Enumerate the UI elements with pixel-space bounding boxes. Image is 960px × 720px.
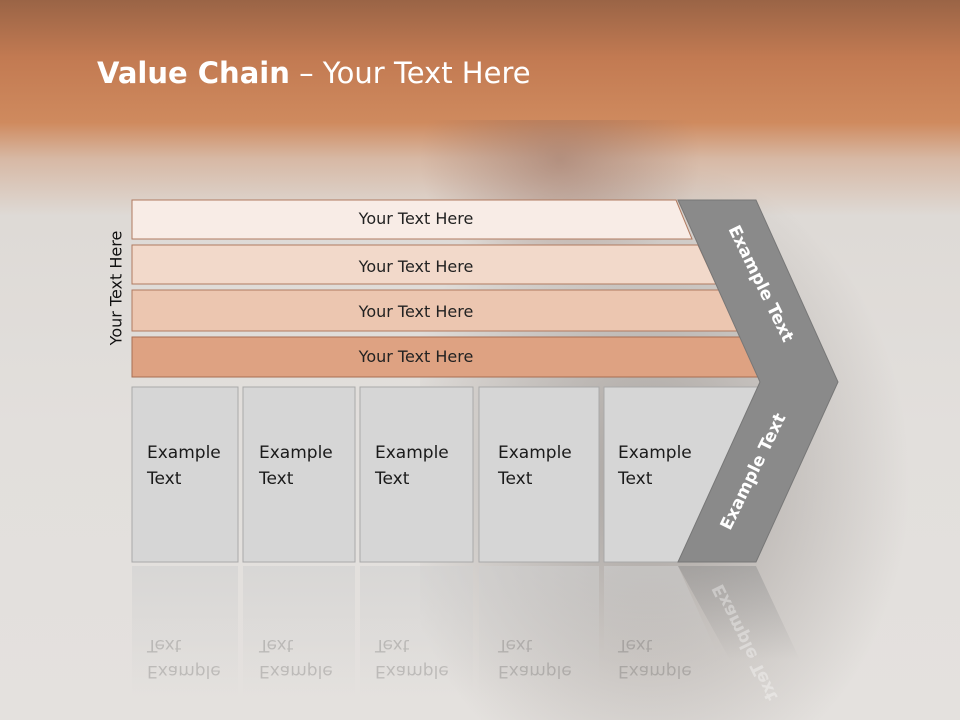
box-3-reflection: [360, 566, 473, 696]
bar-2-label: Your Text Here: [358, 257, 474, 276]
box-5-reflection: [604, 566, 720, 660]
box-4-reflection: [479, 566, 599, 696]
bar-1-label: Your Text Here: [358, 209, 474, 228]
bar-3: Your Text Here: [131, 289, 740, 332]
bar-1: Your Text Here: [131, 199, 693, 240]
bar-3-label: Your Text Here: [358, 302, 474, 321]
chevron-arrow-reflection: [678, 566, 800, 660]
box-2-reflection: [243, 566, 355, 696]
chevron-arrow: [677, 199, 839, 563]
box-3: [359, 386, 474, 563]
box-2: [242, 386, 356, 563]
bar-4: Your Text Here: [131, 336, 763, 378]
box-4: [478, 386, 600, 563]
slide-title: Value Chain – Your Text Here: [97, 56, 531, 90]
box-1: [131, 386, 239, 563]
bar-2: Your Text Here: [131, 244, 717, 285]
bar-4-label: Your Text Here: [358, 347, 474, 366]
box-1-reflection: [132, 566, 238, 696]
